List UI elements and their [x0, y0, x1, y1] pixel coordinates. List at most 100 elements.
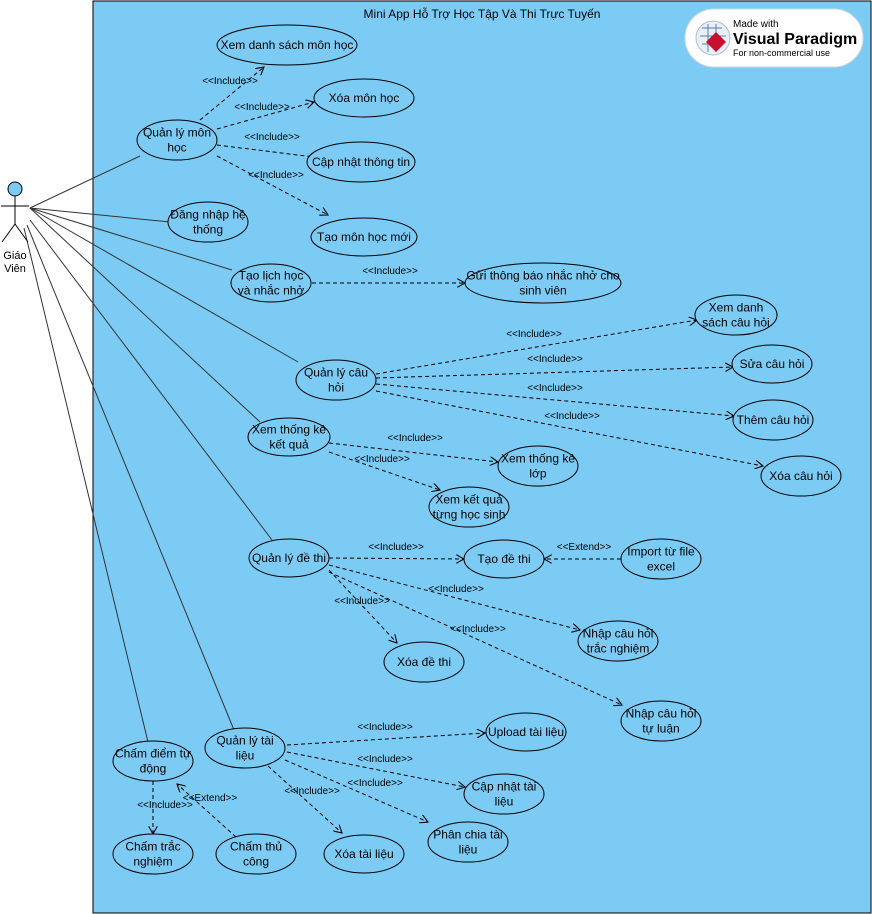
use-case-label: Cập nhật thông tin	[312, 155, 410, 169]
use-case-xoa-tl[interactable]: Xóa tài liệu	[323, 834, 405, 874]
watermark-note: For non-commercial use	[733, 48, 830, 58]
include-line	[375, 390, 763, 466]
extend-line	[177, 784, 237, 838]
use-case-sua-cau[interactable]: Sửa câu hỏi	[731, 344, 813, 384]
include-label: <<Include>>	[248, 170, 304, 181]
include-label: <<Include>>	[527, 354, 583, 365]
use-case-ellipse	[620, 538, 702, 580]
include-line	[267, 765, 342, 833]
include-label: <<Include>>	[244, 132, 300, 143]
use-case-label: lớp	[529, 467, 547, 481]
use-case-them-cau[interactable]: Thêm câu hỏi	[732, 399, 814, 441]
use-case-label: Quản lý câu	[304, 366, 368, 380]
association-line-cham-diem	[23, 227, 149, 743]
use-case-tao-mon[interactable]: Tạo môn học mới	[310, 217, 418, 257]
use-case-xoa-cau[interactable]: Xóa câu hỏi	[760, 455, 842, 497]
system-title: Mini App Hỗ Trợ Học Tập Và Thi Trực Tuyế…	[364, 6, 601, 21]
use-case-label: sinh viên	[519, 284, 566, 298]
include-line	[286, 751, 465, 787]
include-label: <<Include>>	[137, 800, 193, 811]
use-case-label: Quản lý đề thi	[252, 551, 326, 565]
use-case-label: kết quả	[269, 438, 309, 452]
use-case-label: công	[243, 855, 269, 869]
use-case-ellipse	[464, 262, 622, 304]
use-case-label: Xem thống kê	[252, 423, 326, 437]
include-label: <<Include>>	[334, 596, 390, 607]
include-label: <<Include>>	[354, 454, 410, 465]
use-case-label: Quản lý tài	[216, 734, 273, 748]
association-line-quan-ly-cau	[29, 207, 299, 363]
use-case-xem-ds-mon[interactable]: Xem danh sách môn học	[216, 24, 358, 66]
watermark-background	[684, 8, 864, 68]
use-case-ellipse	[463, 773, 545, 815]
use-case-cap-nhat-tt[interactable]: Cập nhật thông tin	[306, 141, 416, 183]
use-case-ellipse	[732, 399, 814, 441]
use-case-label: Xóa câu hỏi	[769, 469, 832, 483]
use-case-label: hỏi	[328, 381, 344, 395]
use-case-label: Tạo môn học mới	[317, 230, 411, 244]
use-case-ellipse	[306, 141, 416, 183]
use-case-label: học	[167, 141, 186, 155]
association-line-quan-ly-mon	[29, 155, 141, 209]
use-case-xoa-de[interactable]: Xóa đề thi	[383, 641, 465, 683]
use-case-label: Thêm câu hỏi	[737, 413, 810, 427]
use-case-label: sách câu hỏi	[702, 316, 769, 330]
use-case-tao-de[interactable]: Tạo đề thi	[463, 539, 545, 579]
use-case-ellipse	[112, 740, 194, 782]
use-case-xoa-mon[interactable]: Xóa môn học	[313, 78, 415, 118]
include-label: <<Include>>	[202, 76, 258, 87]
use-case-ellipse	[247, 417, 331, 457]
use-case-ellipse	[577, 620, 659, 662]
use-case-label: từng học sinh	[433, 508, 506, 522]
use-case-label: Xóa môn học	[329, 91, 400, 105]
include-line	[286, 733, 485, 746]
use-case-label: liệu	[459, 843, 478, 857]
use-case-label: thống	[193, 223, 223, 237]
include-line	[284, 759, 428, 822]
actor-giao-vien[interactable]: Giáo Viên	[1, 181, 29, 275]
include-label: <<Include>>	[428, 584, 484, 595]
include-line	[328, 558, 464, 559]
use-case-upload[interactable]: Upload tài liệu	[485, 712, 567, 752]
use-case-ellipse	[463, 539, 545, 579]
use-case-label: Tạo đề thi	[477, 552, 530, 566]
use-case-ellipse	[216, 24, 358, 66]
use-case-ellipse	[428, 486, 510, 528]
use-case-ellipse	[313, 78, 415, 118]
use-case-label: Quản lý môn	[143, 126, 211, 140]
use-case-ellipse	[427, 821, 509, 863]
include-label: <<Include>>	[544, 411, 600, 422]
actor-name-line2: Viên	[4, 263, 26, 275]
use-case-ellipse	[136, 119, 218, 161]
use-case-label: và nhắc nhở	[238, 283, 305, 298]
association-line-quan-ly-tl	[26, 224, 235, 731]
include-line	[328, 569, 397, 643]
include-line	[328, 564, 580, 630]
use-case-label: excel	[647, 560, 675, 574]
use-case-ellipse	[310, 217, 418, 257]
watermark-brand: Visual Paradigm	[733, 31, 857, 48]
use-case-quan-ly-de[interactable]: Quản lý đề thi	[248, 538, 330, 578]
include-line	[216, 144, 322, 158]
include-label: <<Include>>	[368, 542, 424, 553]
use-case-label: Chấm trắc	[125, 839, 180, 854]
use-case-label: Chấm điểm tự	[115, 747, 191, 761]
